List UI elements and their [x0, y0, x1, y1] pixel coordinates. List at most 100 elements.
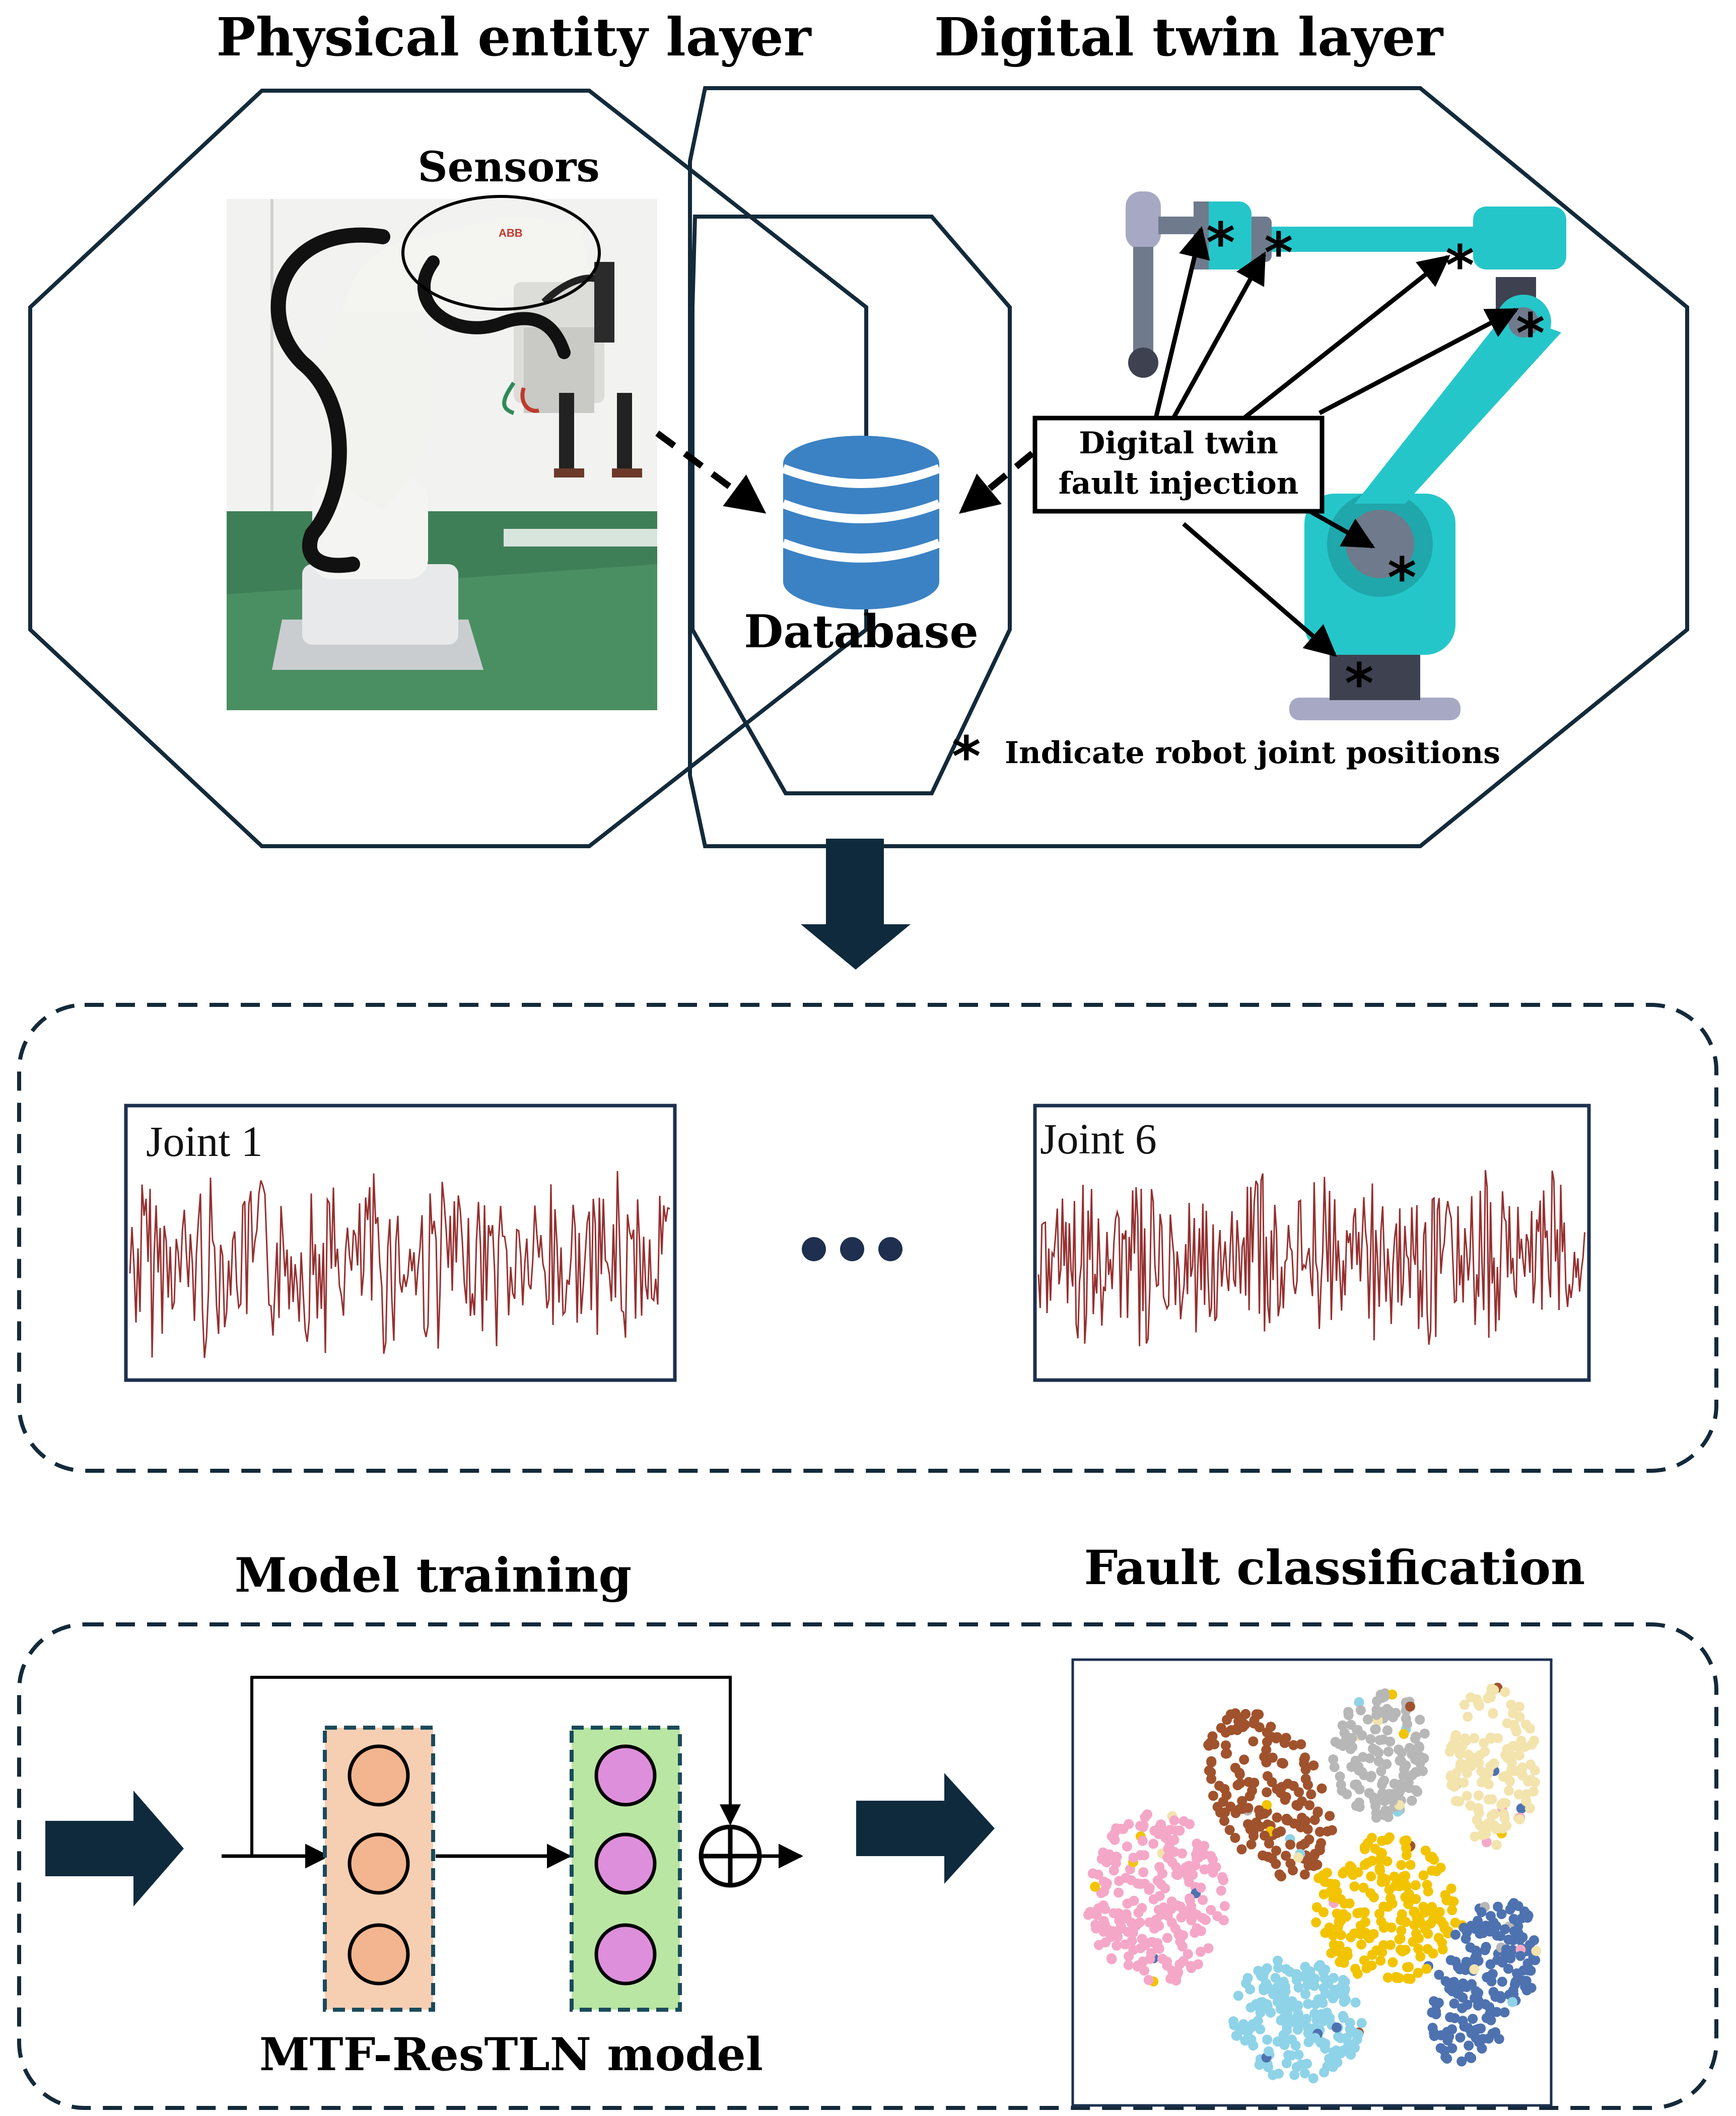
cluster-point: [1273, 2068, 1284, 2079]
cluster-point: [1415, 1715, 1425, 1725]
cluster-point: [1368, 1929, 1379, 1939]
cluster-point: [1420, 1846, 1431, 1856]
cluster-point: [1482, 1770, 1492, 1781]
cluster-point: [1508, 1935, 1518, 1946]
layer2-node-3: [594, 1923, 657, 1986]
cluster-point: [1300, 1752, 1310, 1763]
cluster-point: [1447, 2024, 1457, 2035]
cluster-point: [1419, 1753, 1429, 1763]
cluster-point: [1378, 1923, 1389, 1933]
layer2-node-1: [594, 1744, 657, 1807]
cluster-point: [1123, 1927, 1133, 1937]
cluster-point: [1277, 1782, 1287, 1792]
cluster-point: [1516, 1803, 1526, 1814]
cluster-point: [1485, 2009, 1495, 2019]
cluster-point: [1100, 1937, 1111, 1948]
cluster-point: [1469, 1964, 1480, 1974]
cluster-point: [1198, 1895, 1208, 1905]
cluster-point: [1382, 1725, 1393, 1736]
cluster-point: [1090, 1881, 1100, 1892]
cluster-point: [1359, 1955, 1369, 1966]
cluster-point: [1169, 1815, 1179, 1826]
cluster-point: [1529, 1786, 1539, 1797]
cluster-point: [1214, 1781, 1224, 1791]
cluster-point: [1336, 1930, 1346, 1940]
cluster-point: [1106, 1954, 1117, 1964]
cluster-point: [1238, 2019, 1248, 2029]
cluster-point: [1307, 1856, 1318, 1866]
cluster-point: [1354, 1797, 1364, 1808]
cluster-point: [1098, 1876, 1109, 1887]
cluster-point: [1255, 2024, 1266, 2034]
cluster-point: [1385, 1940, 1396, 1950]
robot-brand-label: ABB: [499, 227, 523, 239]
cluster-point: [1387, 1796, 1398, 1806]
cluster-point: [1396, 1860, 1407, 1870]
cluster-point: [1408, 1937, 1418, 1947]
cluster-point: [1461, 1934, 1471, 1944]
cluster-point: [1384, 1884, 1395, 1895]
cluster-point: [1308, 1760, 1319, 1770]
cluster-point: [1290, 2040, 1301, 2051]
cluster-point: [1300, 1764, 1311, 1775]
cluster-point: [1216, 1723, 1226, 1733]
cluster-point: [1165, 1824, 1175, 1835]
cluster-point: [1363, 1714, 1373, 1725]
cluster-point: [1302, 1980, 1312, 1991]
cluster-point: [1405, 1701, 1415, 1712]
cluster-point: [1457, 2016, 1468, 2026]
cluster-point: [1465, 1942, 1476, 1953]
cluster-point: [1219, 1901, 1230, 1912]
fault-injection-line1: Digital twin: [1079, 426, 1278, 461]
cluster-point: [1394, 1787, 1405, 1798]
cluster-point: [1436, 2030, 1446, 2040]
cluster-point: [1140, 1812, 1150, 1823]
cluster-point: [1206, 1756, 1217, 1766]
cluster-point: [1483, 1779, 1494, 1790]
cluster-point: [1360, 1917, 1370, 1927]
cluster-point: [1282, 2022, 1292, 2032]
cluster-point: [1254, 1722, 1265, 1733]
cluster-point: [1218, 1915, 1229, 1926]
cluster-point: [1525, 1723, 1536, 1734]
layer1-node-3: [348, 1923, 410, 1986]
cluster-point: [1154, 1862, 1165, 1872]
cluster-point: [1184, 1877, 1195, 1887]
cluster-point: [1145, 1954, 1155, 1964]
cluster-point: [1157, 1953, 1167, 1964]
svg-text:*: *: [1345, 651, 1374, 716]
cluster-point: [1485, 1761, 1496, 1772]
cluster-point: [1462, 1768, 1473, 1779]
cluster-point: [1254, 2060, 1265, 2070]
cluster-point: [1277, 2036, 1287, 2046]
cluster-point: [1488, 1709, 1498, 1719]
cluster-point: [1462, 1791, 1472, 1801]
cluster-point: [1310, 2033, 1321, 2043]
cluster-point: [1524, 1803, 1535, 1814]
cluster-point: [1440, 2052, 1451, 2062]
cluster-point: [1216, 1885, 1226, 1896]
cluster-point: [1433, 1933, 1444, 1943]
cluster-point: [1371, 1945, 1382, 1956]
svg-text:*: *: [1516, 301, 1545, 366]
cluster-point: [1405, 1973, 1416, 1984]
cluster-point: [1449, 1998, 1460, 2009]
cluster-point: [1511, 1726, 1522, 1737]
sensor-to-database-arrow: [655, 430, 767, 514]
cluster-point: [1345, 1744, 1356, 1754]
joint6-waveform: [1037, 1170, 1586, 1346]
layer2-node-2: [594, 1832, 657, 1895]
cluster-point: [1126, 1875, 1137, 1885]
cluster-point: [1156, 1823, 1166, 1833]
cluster-point: [1300, 1773, 1311, 1784]
cluster-point: [1391, 1971, 1401, 1982]
cluster-point: [1365, 1734, 1376, 1744]
cluster-point: [1407, 1796, 1417, 1806]
cluster-point: [1322, 1826, 1333, 1836]
cluster-point: [1495, 1991, 1505, 2001]
cluster-point: [1395, 1881, 1405, 1891]
cluster-point: [1379, 1776, 1390, 1786]
cluster-point: [1500, 1924, 1510, 1935]
cluster-point: [1232, 1780, 1243, 1791]
cluster-point: [1374, 1735, 1385, 1745]
